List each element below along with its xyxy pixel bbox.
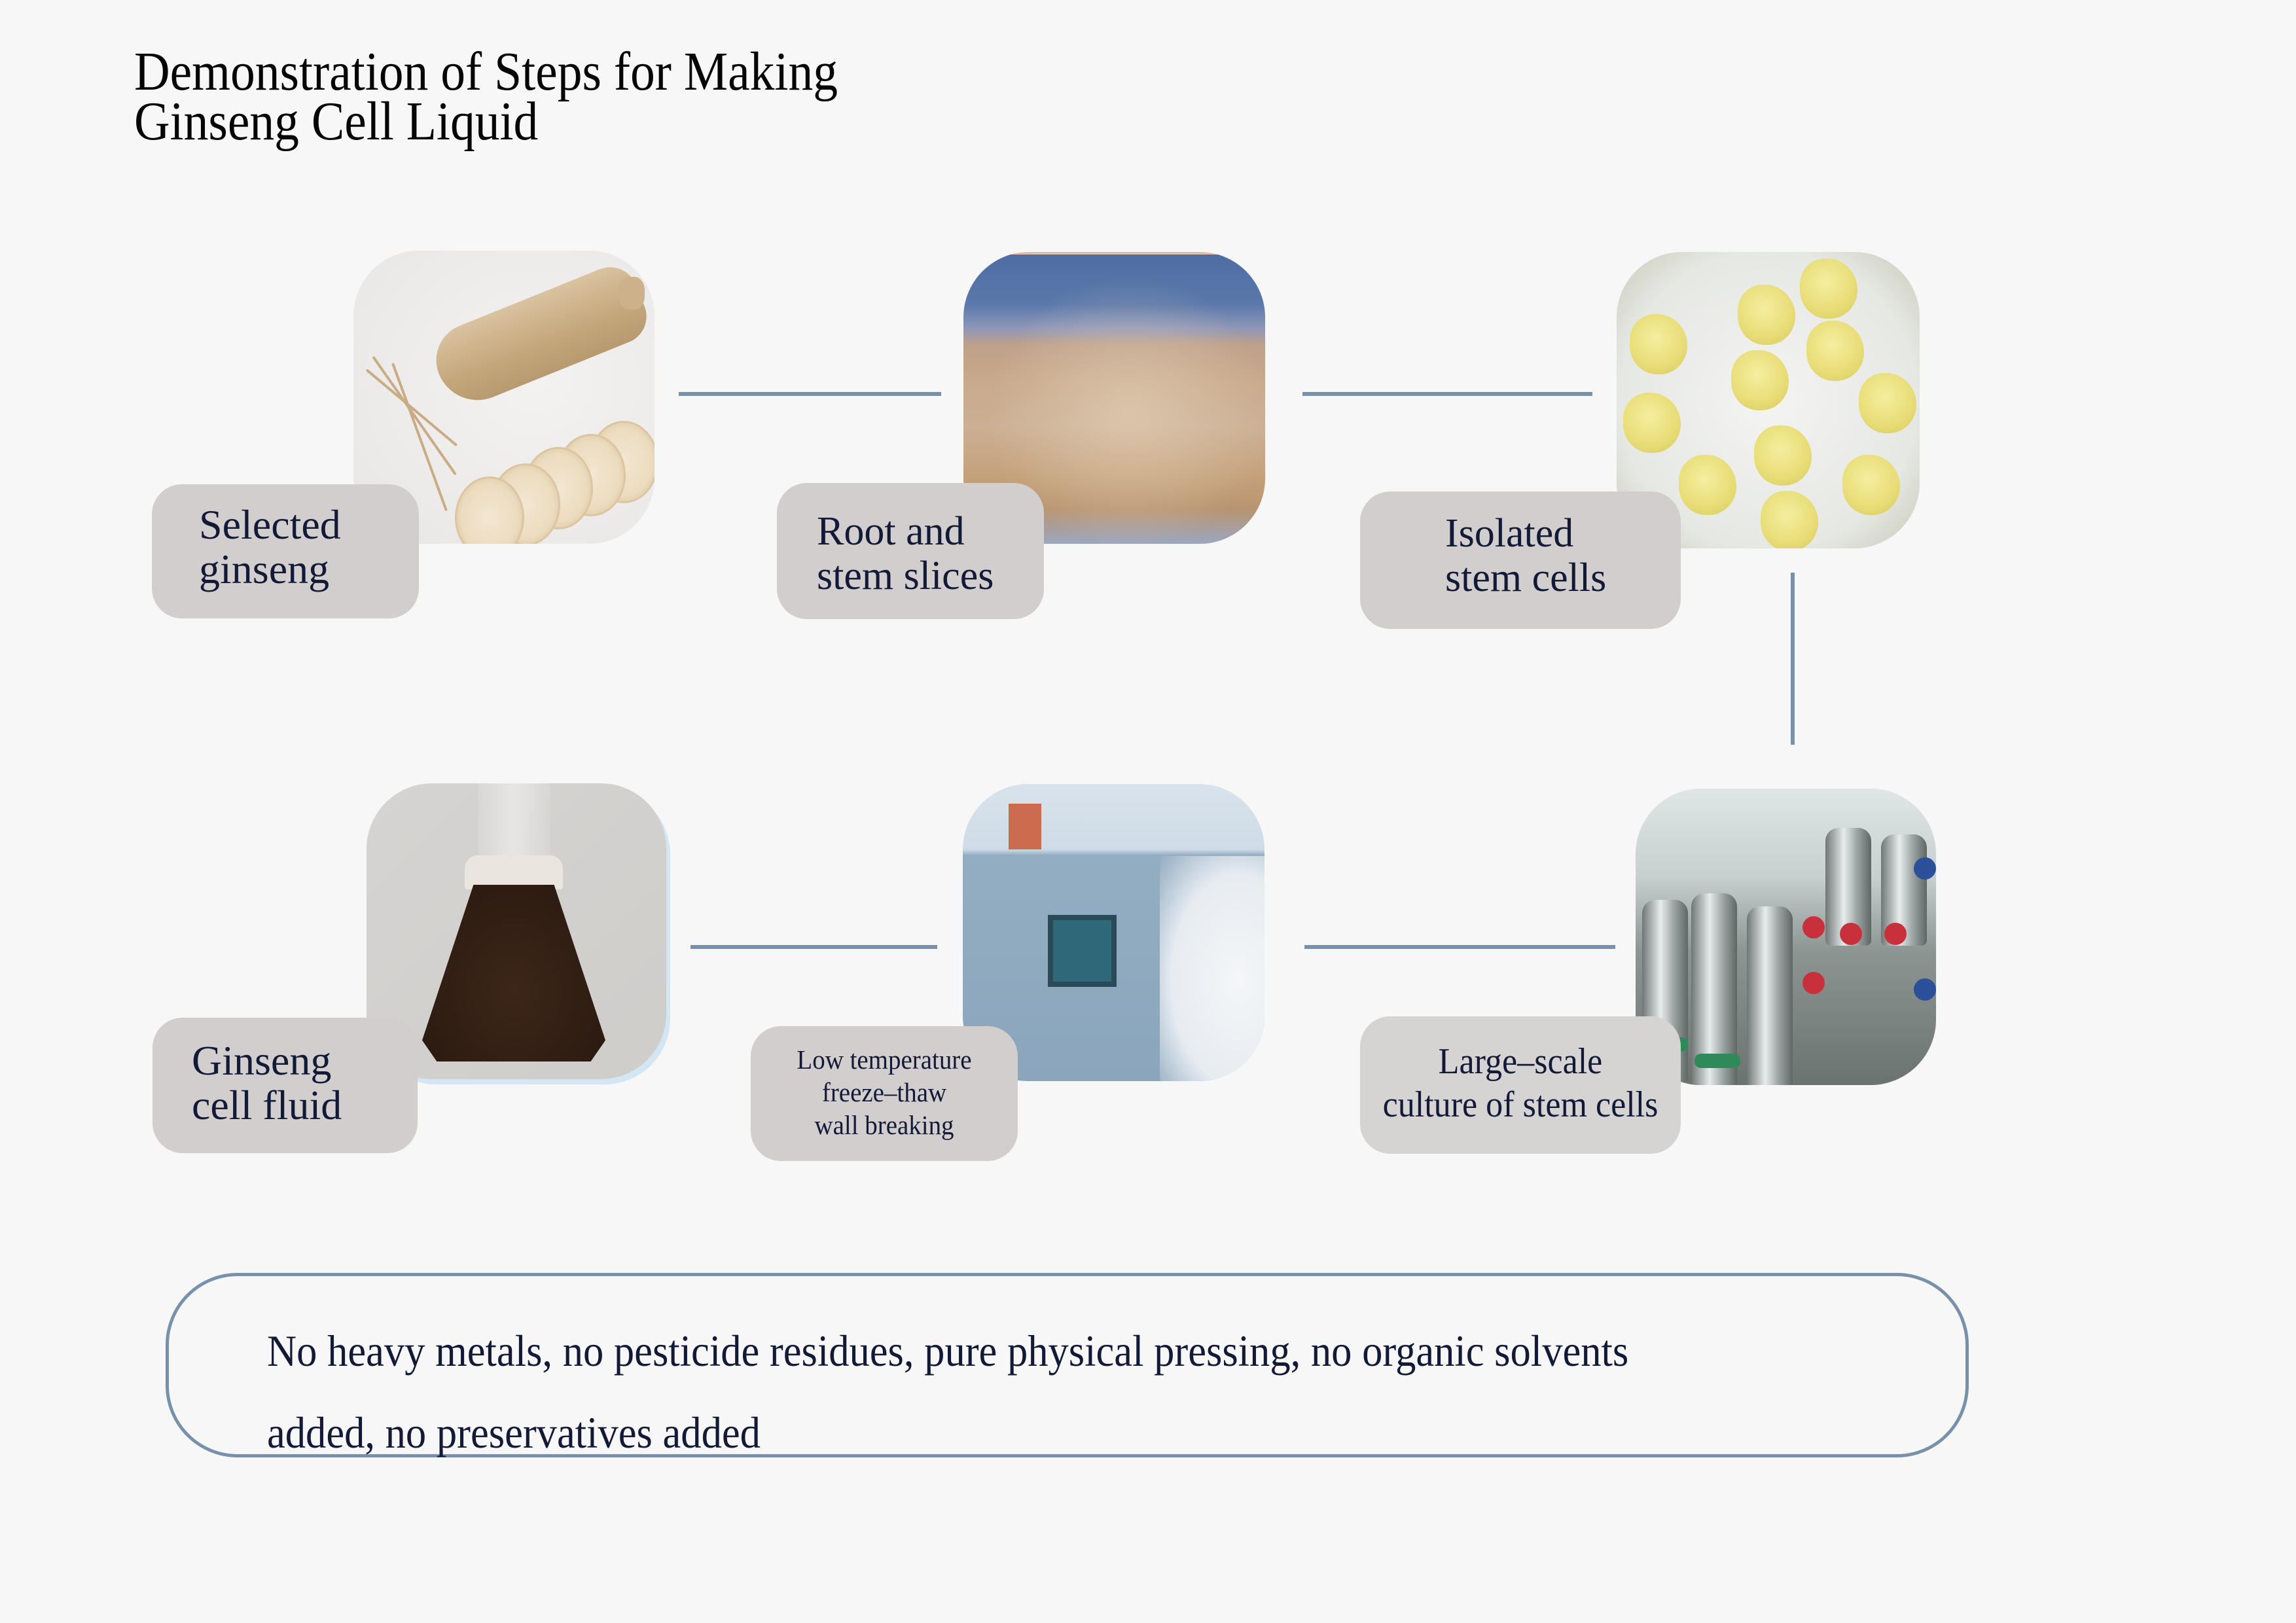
stem-cell-cluster — [1761, 491, 1818, 548]
connector-step3-step4 — [1791, 573, 1795, 745]
step-label-line: Ginseng — [192, 1037, 332, 1084]
connector-step1-step2 — [679, 392, 941, 396]
step-label-line: Isolated — [1445, 511, 1574, 556]
stem-cell-cluster — [1679, 455, 1736, 515]
green-pipe-fitting — [1695, 1054, 1740, 1068]
step-label-line: stem slices — [817, 554, 994, 598]
stem-cell-cluster — [1623, 393, 1681, 453]
step-label-line: stem cells — [1445, 556, 1607, 600]
machine-control-screen — [1048, 915, 1117, 987]
stem-cell-cluster — [1806, 321, 1864, 381]
step-label-line: Root and — [817, 509, 965, 554]
blue-valve — [1914, 978, 1936, 1001]
connector-step4-step5 — [1304, 945, 1615, 949]
quality-statement-text: No heavy metals, no pesticide residues, … — [267, 1310, 1628, 1474]
stem-cell-cluster — [1630, 314, 1687, 374]
step-label-line: freeze–thaw — [821, 1077, 947, 1107]
red-valve — [1884, 923, 1907, 945]
frost-vapor — [1160, 856, 1265, 1081]
step-label-root-stem-slices: Root and stem slices — [777, 483, 1044, 619]
step-label-line: Large–scale — [1438, 1041, 1603, 1082]
step-label-line: ginseng — [199, 546, 330, 592]
title-line-1: Demonstration of Steps for Making — [134, 41, 838, 102]
warning-lamp — [1009, 804, 1041, 849]
step-label-line: cell fluid — [192, 1082, 342, 1128]
step-label-freeze-thaw: Low temperature freeze–thaw wall breakin… — [751, 1026, 1018, 1161]
flask-liquid-photo — [367, 783, 666, 1079]
page-title: Demonstration of Steps for Making Ginsen… — [134, 41, 838, 152]
step-label-line: Selected — [199, 501, 341, 548]
title-line-2: Ginseng Cell Liquid — [134, 91, 539, 152]
ginseng-root-tip — [619, 277, 645, 310]
step-label-isolated-stem-cells: Isolated stem cells — [1360, 491, 1681, 629]
step-label-line: wall breaking — [814, 1110, 954, 1140]
bioreactor-photo — [1636, 789, 1936, 1085]
quality-statement-box: No heavy metals, no pesticide residues, … — [166, 1273, 1969, 1457]
red-valve — [1803, 972, 1825, 994]
flask-liquid — [422, 885, 605, 1061]
step-label-ginseng-cell-fluid: Ginseng cell fluid — [152, 1018, 418, 1153]
statement-line-1: No heavy metals, no pesticide residues, … — [267, 1326, 1629, 1376]
freezer-machine-photo — [963, 784, 1265, 1081]
bioreactor-tank — [1691, 893, 1737, 1085]
step-label-selected-ginseng: Selected ginseng — [152, 484, 419, 618]
stem-cell-cluster — [1731, 350, 1789, 410]
connector-step5-step6 — [691, 945, 937, 949]
stem-cell-cluster — [1859, 373, 1916, 433]
connector-step2-step3 — [1302, 392, 1592, 396]
red-valve — [1840, 923, 1862, 945]
stem-cell-cluster — [1754, 425, 1812, 486]
bioreactor-tank — [1747, 906, 1793, 1085]
step-label-line: Low temperature — [797, 1044, 972, 1075]
stem-cell-cluster — [1800, 259, 1857, 319]
statement-line-2: added, no preservatives added — [267, 1408, 761, 1457]
flask-foam — [465, 855, 563, 889]
step-label-large-scale-culture: Large–scale culture of stem cells — [1360, 1016, 1681, 1154]
ginseng-slice — [455, 476, 524, 544]
stem-cell-cluster — [1738, 285, 1795, 345]
blue-valve — [1914, 857, 1936, 880]
stem-cell-cluster — [1842, 455, 1900, 515]
step-label-line: culture of stem cells — [1382, 1084, 1659, 1125]
red-valve — [1803, 916, 1825, 938]
